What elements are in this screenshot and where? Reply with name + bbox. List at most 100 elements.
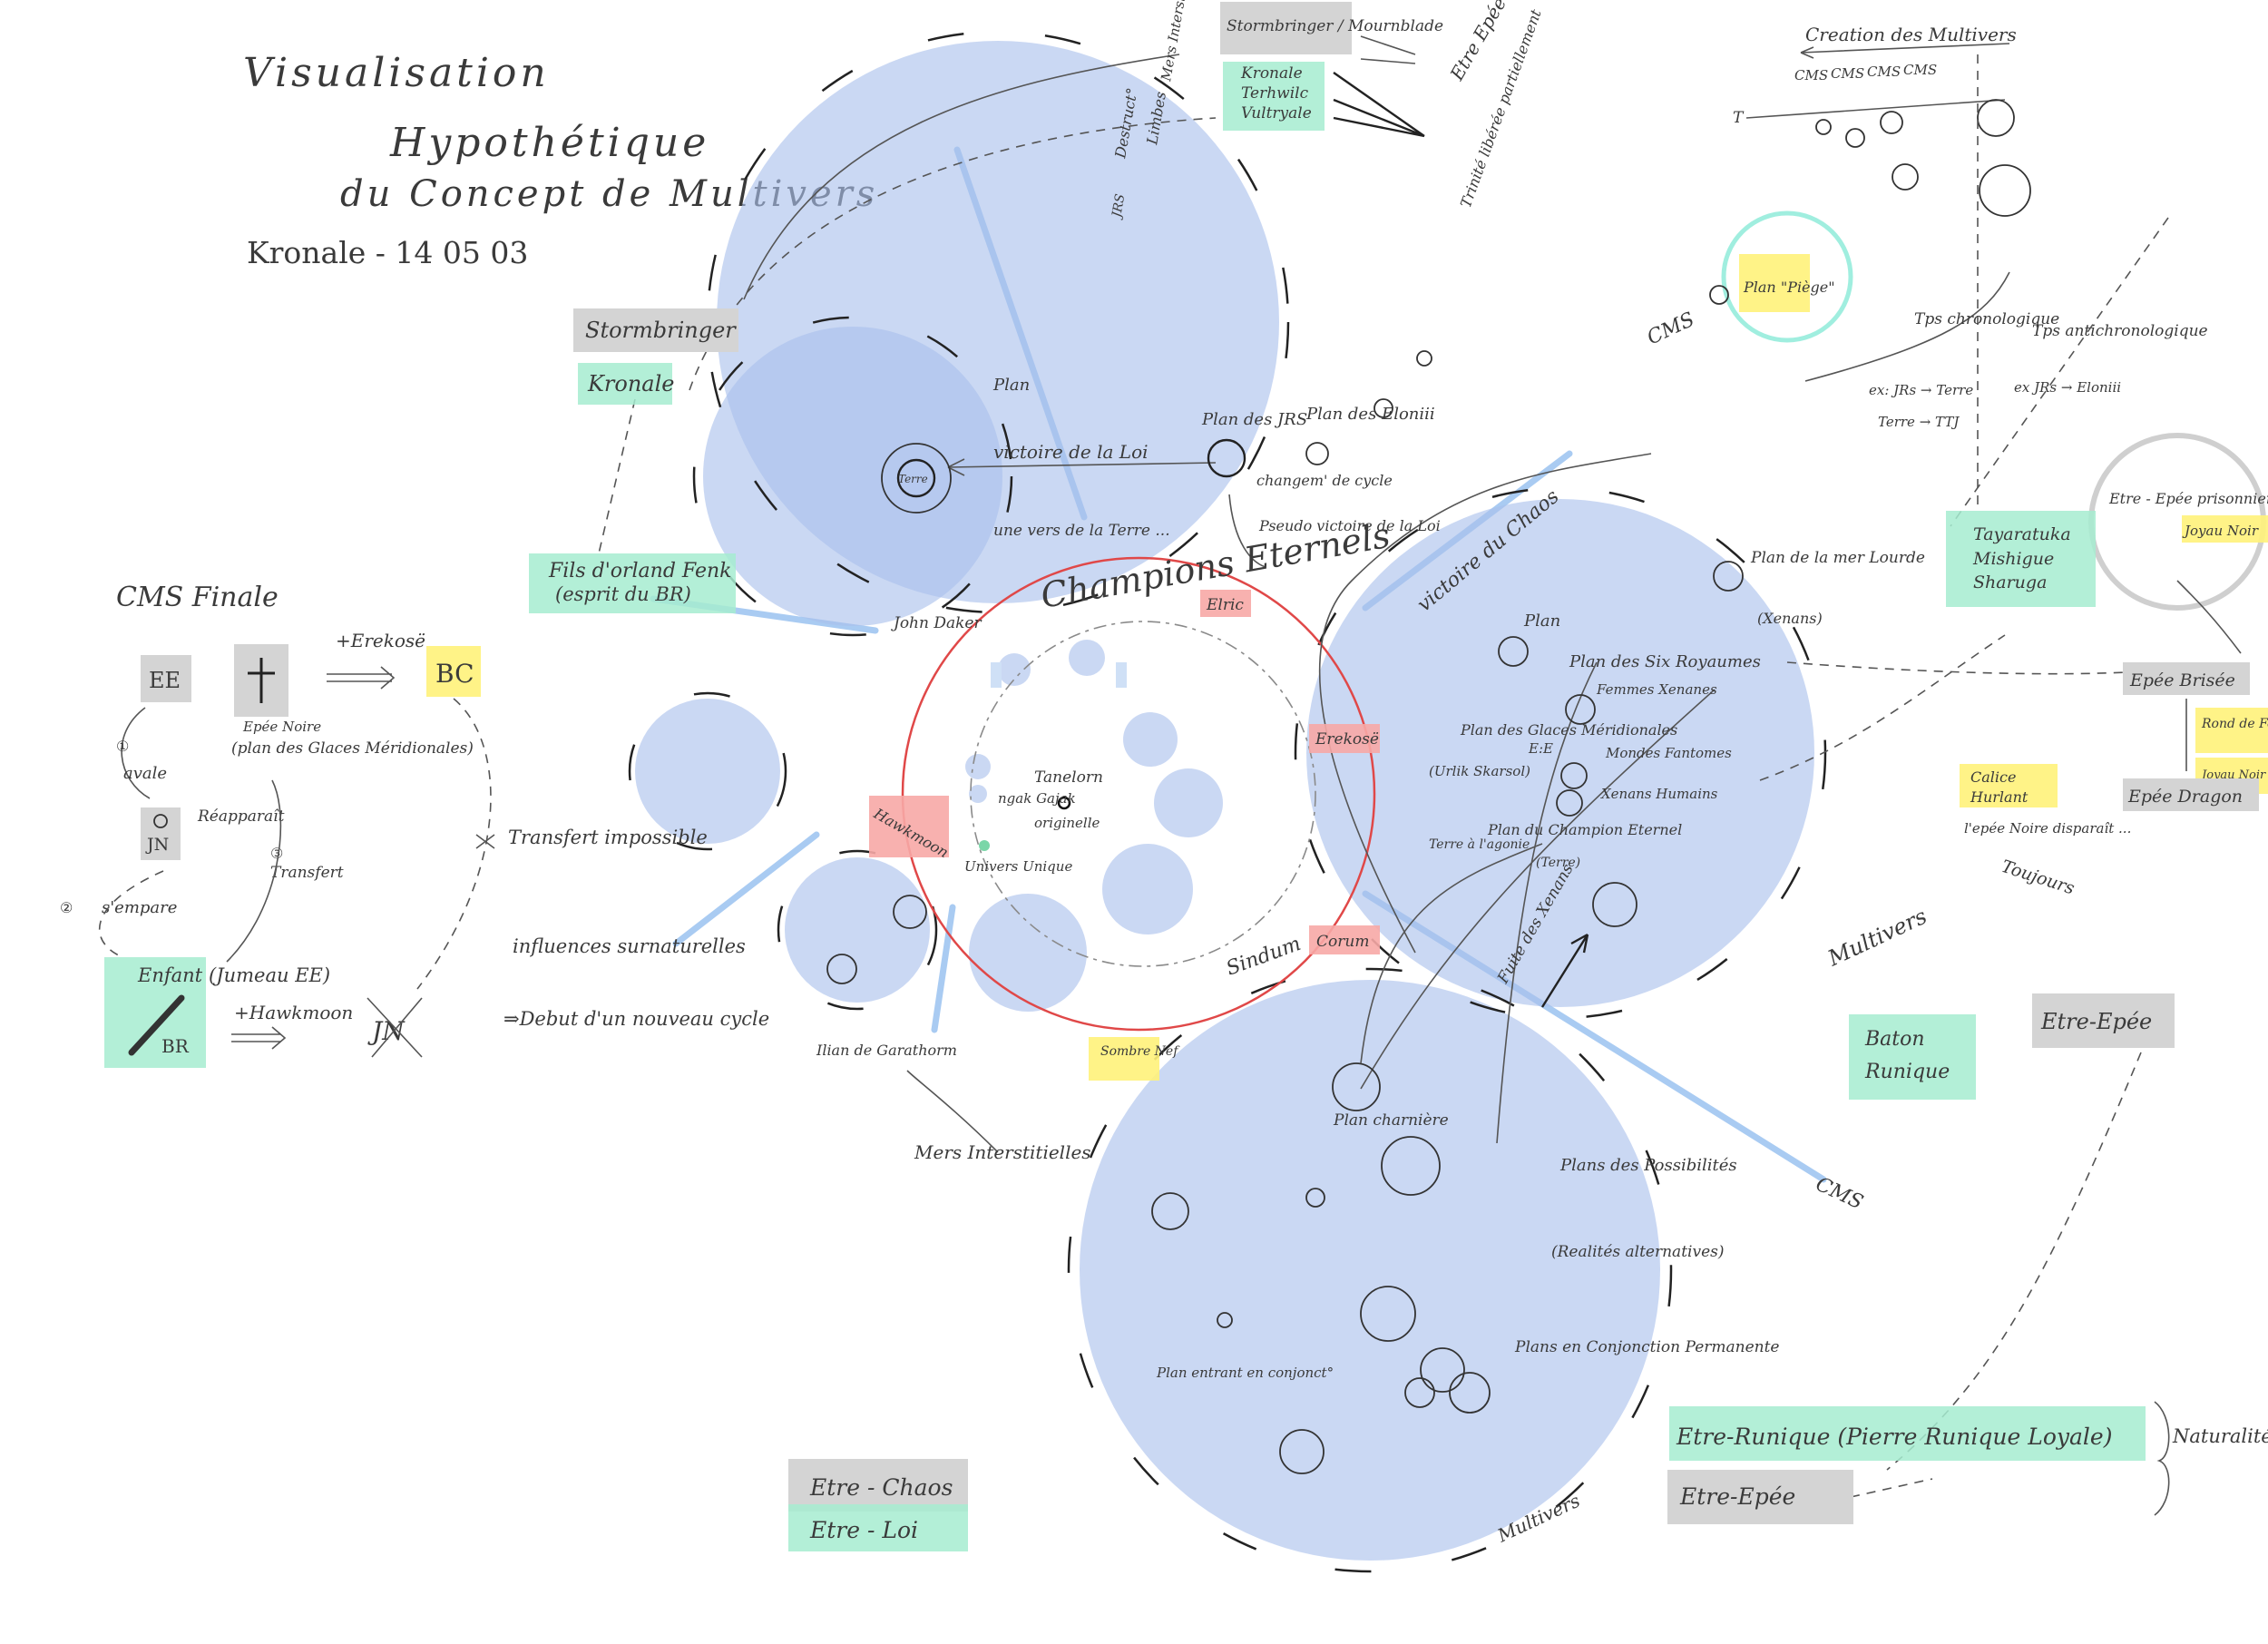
influences-label: influences surnaturelles	[513, 935, 746, 957]
changement-cycle	[1228, 494, 1266, 568]
urlik-label: (Urlik Skarsol)	[1429, 763, 1530, 779]
right-multivers-label: Multivers	[1823, 904, 1931, 972]
small-plan	[1374, 398, 1393, 418]
plan-charniere-label: Plan charnière	[1333, 1111, 1449, 1130]
naturalite-label: Naturalité	[2172, 1425, 2268, 1447]
orbit-ring	[1294, 486, 1827, 1020]
plan-entrant-label: Plan entrant en conjonct°	[1156, 1365, 1334, 1381]
br-sword	[128, 994, 185, 1056]
title-line-2: Hypothétique	[389, 120, 709, 166]
small-planet	[998, 653, 1031, 686]
sempare-arrow	[98, 870, 164, 958]
bottom-plan	[1151, 1192, 1189, 1230]
joyau-noir-box	[2182, 515, 2268, 543]
connectors	[598, 54, 2196, 1498]
rond-fer-box	[2195, 708, 2268, 753]
ngak-gajak-label: ngak Gajak	[998, 790, 1076, 807]
sempare-label: s'empare	[102, 898, 177, 917]
etre-epee-right-box	[2032, 993, 2175, 1048]
etre-epee-right-label: Etre-Epée	[2040, 1009, 2152, 1034]
bottom-plan	[1217, 1312, 1233, 1328]
champions-circle	[901, 556, 1376, 1032]
step-1: ①	[116, 738, 129, 755]
joyau-noir-label: Joyau Noir	[2182, 523, 2259, 539]
baton-box	[1849, 1014, 1976, 1100]
barrier-line	[672, 831, 820, 947]
univers-unique-point	[979, 840, 990, 851]
naturalite-brace	[2154, 1401, 2170, 1516]
epee-dragon-box	[2123, 778, 2259, 811]
timeline-multivers	[1845, 128, 1865, 148]
small-plan	[1416, 350, 1432, 367]
title-line-1: Visualisation	[243, 50, 550, 96]
john-daker-label: John Daker	[891, 614, 982, 632]
plan-glaces-right-label: Plan des Glaces Méridionales	[1460, 721, 1677, 739]
creation-label: Creation des Multivers	[1805, 24, 2017, 45]
small-planet	[1102, 844, 1193, 935]
jumeau-label: (Jumeau EE)	[209, 964, 330, 986]
kronale-label: Kronale	[587, 371, 675, 396]
central-zone	[826, 556, 1376, 1032]
eloniii-planet	[1305, 442, 1329, 465]
femmes-xenanes-label: Femmes Xenanes	[1596, 681, 1717, 698]
cmts-finale-title: CMS Finale	[116, 582, 279, 613]
victoire-loi-label: victoire de la Loi	[993, 441, 1149, 463]
implies-arrow-2	[231, 1026, 287, 1050]
xenans-link	[1759, 634, 2006, 781]
terre-label: Terre	[898, 473, 928, 485]
jn-box	[141, 807, 181, 860]
timeline-multivers	[1815, 119, 1832, 135]
jrs-planet	[1207, 438, 1246, 478]
arc-stormbringer	[743, 54, 1180, 300]
timeline	[1745, 99, 2006, 119]
victoire-loi-head	[947, 458, 965, 476]
fils-label: Fils d'orland Fenk	[548, 560, 732, 582]
fuite-arrow	[1540, 933, 1589, 1008]
plan-glaces-label: (plan des Glaces Méridionales)	[231, 739, 474, 758]
avale-label: avale	[123, 764, 167, 783]
creation-arrow	[1800, 43, 2010, 59]
implies-arrow	[327, 666, 396, 690]
cmts-diag-label-1: CMS	[1644, 308, 1698, 350]
terre-ring	[881, 443, 952, 514]
conjonction-plan	[1420, 1347, 1465, 1393]
victoire-loi-arrow	[947, 462, 1217, 468]
erekose-label: Erekosë	[1315, 730, 1379, 749]
subtitle: Kronale - 14 05 03	[247, 235, 528, 270]
etre-epee-prisonnier-label: Etre - Epée prisonnier du	[2108, 490, 2268, 507]
cmts-row-1: CMS	[1794, 67, 1828, 83]
small-barrier	[991, 662, 1002, 688]
bottom-planet	[1080, 980, 1660, 1561]
terre-right-label: (Terre)	[1536, 856, 1580, 870]
top-planet-labels: Plan Plan des JRS Plan des Eloniii victo…	[881, 350, 1441, 540]
elric-label: Elric	[1206, 596, 1244, 614]
ee-label: EE	[149, 668, 181, 693]
baton-label: Baton	[1864, 1028, 1925, 1051]
mondes-fantomes-label: Mondes Fantomes	[1605, 745, 1732, 761]
plan-charniere-link	[1496, 661, 1598, 1144]
tayaratuka-label: Tayaratuka	[1973, 524, 2071, 544]
bottom-plan	[1305, 1188, 1325, 1208]
corum-label: Corum	[1316, 933, 1369, 951]
toujours-label: Toujours	[1999, 856, 2077, 899]
transfert-cross	[475, 834, 495, 849]
tayaratuka-box	[1946, 511, 2096, 607]
xenans-plan	[1560, 762, 1588, 789]
hurlant-label: Hurlant	[1970, 788, 2028, 806]
cmts-row-4: CMS	[1903, 62, 1937, 78]
bc-label: BC	[435, 659, 474, 689]
erekose-box	[1309, 724, 1380, 753]
fils-box	[529, 553, 736, 613]
plan-des-eloniii-label: Plan des Eloniii	[1305, 405, 1435, 424]
orbit-ring	[628, 691, 787, 851]
piege-curve	[1804, 271, 2010, 382]
hawkmoon-box	[869, 796, 949, 857]
small-planet-southwest	[785, 857, 930, 1003]
debut-cycle-label: ⇒Debut d'un nouveau cycle	[503, 1008, 769, 1030]
tps-anti-label: Tps antichronologique	[2032, 322, 2208, 340]
tanelorn-boundary	[970, 621, 1316, 967]
ex3-label: Terre → TTJ	[1878, 414, 1960, 430]
ex2-label: ex JRs → Eloniii	[2014, 379, 2121, 396]
sharuga-label: Sharuga	[1973, 572, 2047, 592]
